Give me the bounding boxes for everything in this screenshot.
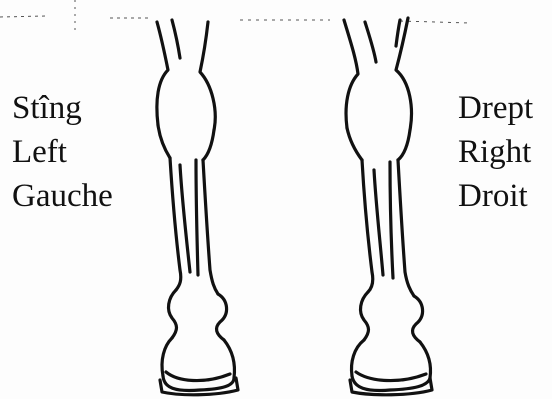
right-label-french: Droit	[458, 174, 533, 218]
right-label-romanian: Drept	[458, 86, 533, 130]
left-leg-outline	[157, 20, 238, 395]
right-label-english: Right	[458, 130, 533, 174]
left-label-romanian: Stîng	[12, 86, 113, 130]
left-label-french: Gauche	[12, 174, 113, 218]
right-leg-outline	[344, 18, 432, 395]
left-label-english: Left	[12, 130, 113, 174]
right-leg-labels: Drept Right Droit	[458, 86, 533, 218]
left-leg-labels: Stîng Left Gauche	[12, 86, 113, 218]
